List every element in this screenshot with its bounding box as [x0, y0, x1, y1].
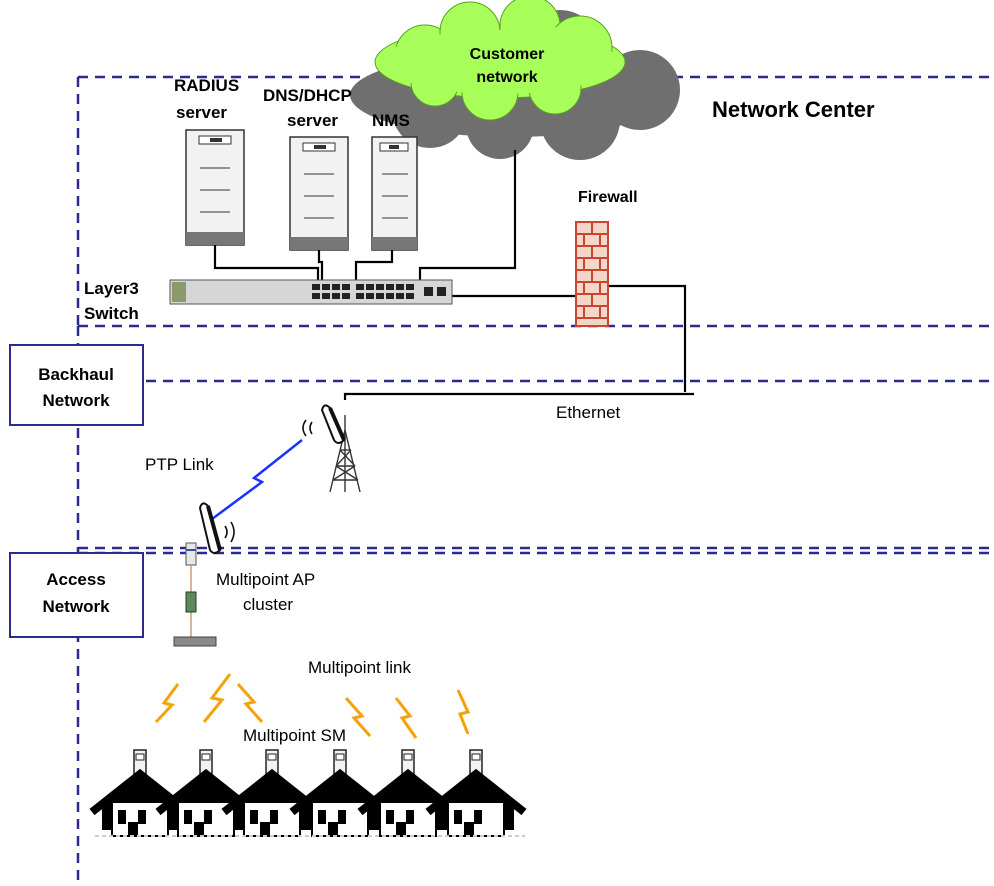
multipoint-link-label: Multipoint link [308, 658, 411, 677]
backhaul-network-label: Backhaul [38, 365, 114, 384]
nms-label: NMS [372, 111, 410, 130]
multipoint-ap-cluster-icon [173, 502, 235, 647]
backhaul-network-box: Backhaul Network [9, 344, 144, 426]
backhaul-network-label-2: Network [42, 391, 110, 410]
nms-server-icon [371, 136, 418, 251]
subscriber-house-6 [425, 749, 527, 837]
customer-network-label: Customer [470, 46, 545, 63]
multipoint-bolt-6 [456, 689, 471, 735]
ethernet-label: Ethernet [556, 403, 621, 422]
multipoint-ap-cluster-label-2: cluster [243, 595, 293, 614]
multipoint-ap-cluster-label: Multipoint AP [216, 570, 315, 589]
firewall-icon [575, 221, 609, 327]
dns-dhcp-server-label-2: server [287, 111, 338, 130]
multipoint-sm-label: Multipoint SM [243, 726, 346, 745]
subscriber-houses [89, 749, 527, 837]
radius-server-label: RADIUS [174, 76, 239, 95]
multipoint-link-bolts [154, 673, 471, 739]
access-network-label: Access [46, 570, 106, 589]
dns-dhcp-server-icon [289, 136, 349, 251]
access-network-label-2: Network [42, 597, 110, 616]
access-network-box: Access Network [9, 552, 144, 638]
layer3-switch-label-2: Switch [84, 304, 139, 323]
customer-network-label-2: network [476, 69, 537, 86]
ptp-link-label: PTP Link [145, 455, 214, 474]
multipoint-bolt-4 [344, 697, 372, 737]
multipoint-bolt-3 [236, 683, 264, 723]
subscriber-house-1 [89, 749, 191, 837]
multipoint-bolt-1 [154, 683, 180, 724]
firewall-label: Firewall [578, 189, 638, 206]
layer3-switch-icon [169, 279, 453, 305]
dns-dhcp-server-label: DNS/DHCP [263, 86, 352, 105]
radius-server-icon [185, 129, 245, 246]
layer3-switch-label: Layer3 [84, 279, 139, 298]
multipoint-bolt-2 [202, 673, 232, 723]
multipoint-bolt-5 [394, 697, 418, 739]
network-center-title: Network Center [712, 97, 875, 122]
backhaul-antenna-icon [302, 404, 346, 444]
ptp-link-bolt [207, 439, 303, 524]
customer-network-cloud: Customer network [350, 0, 680, 160]
radius-server-label-2: server [176, 103, 227, 122]
cables [213, 150, 694, 400]
